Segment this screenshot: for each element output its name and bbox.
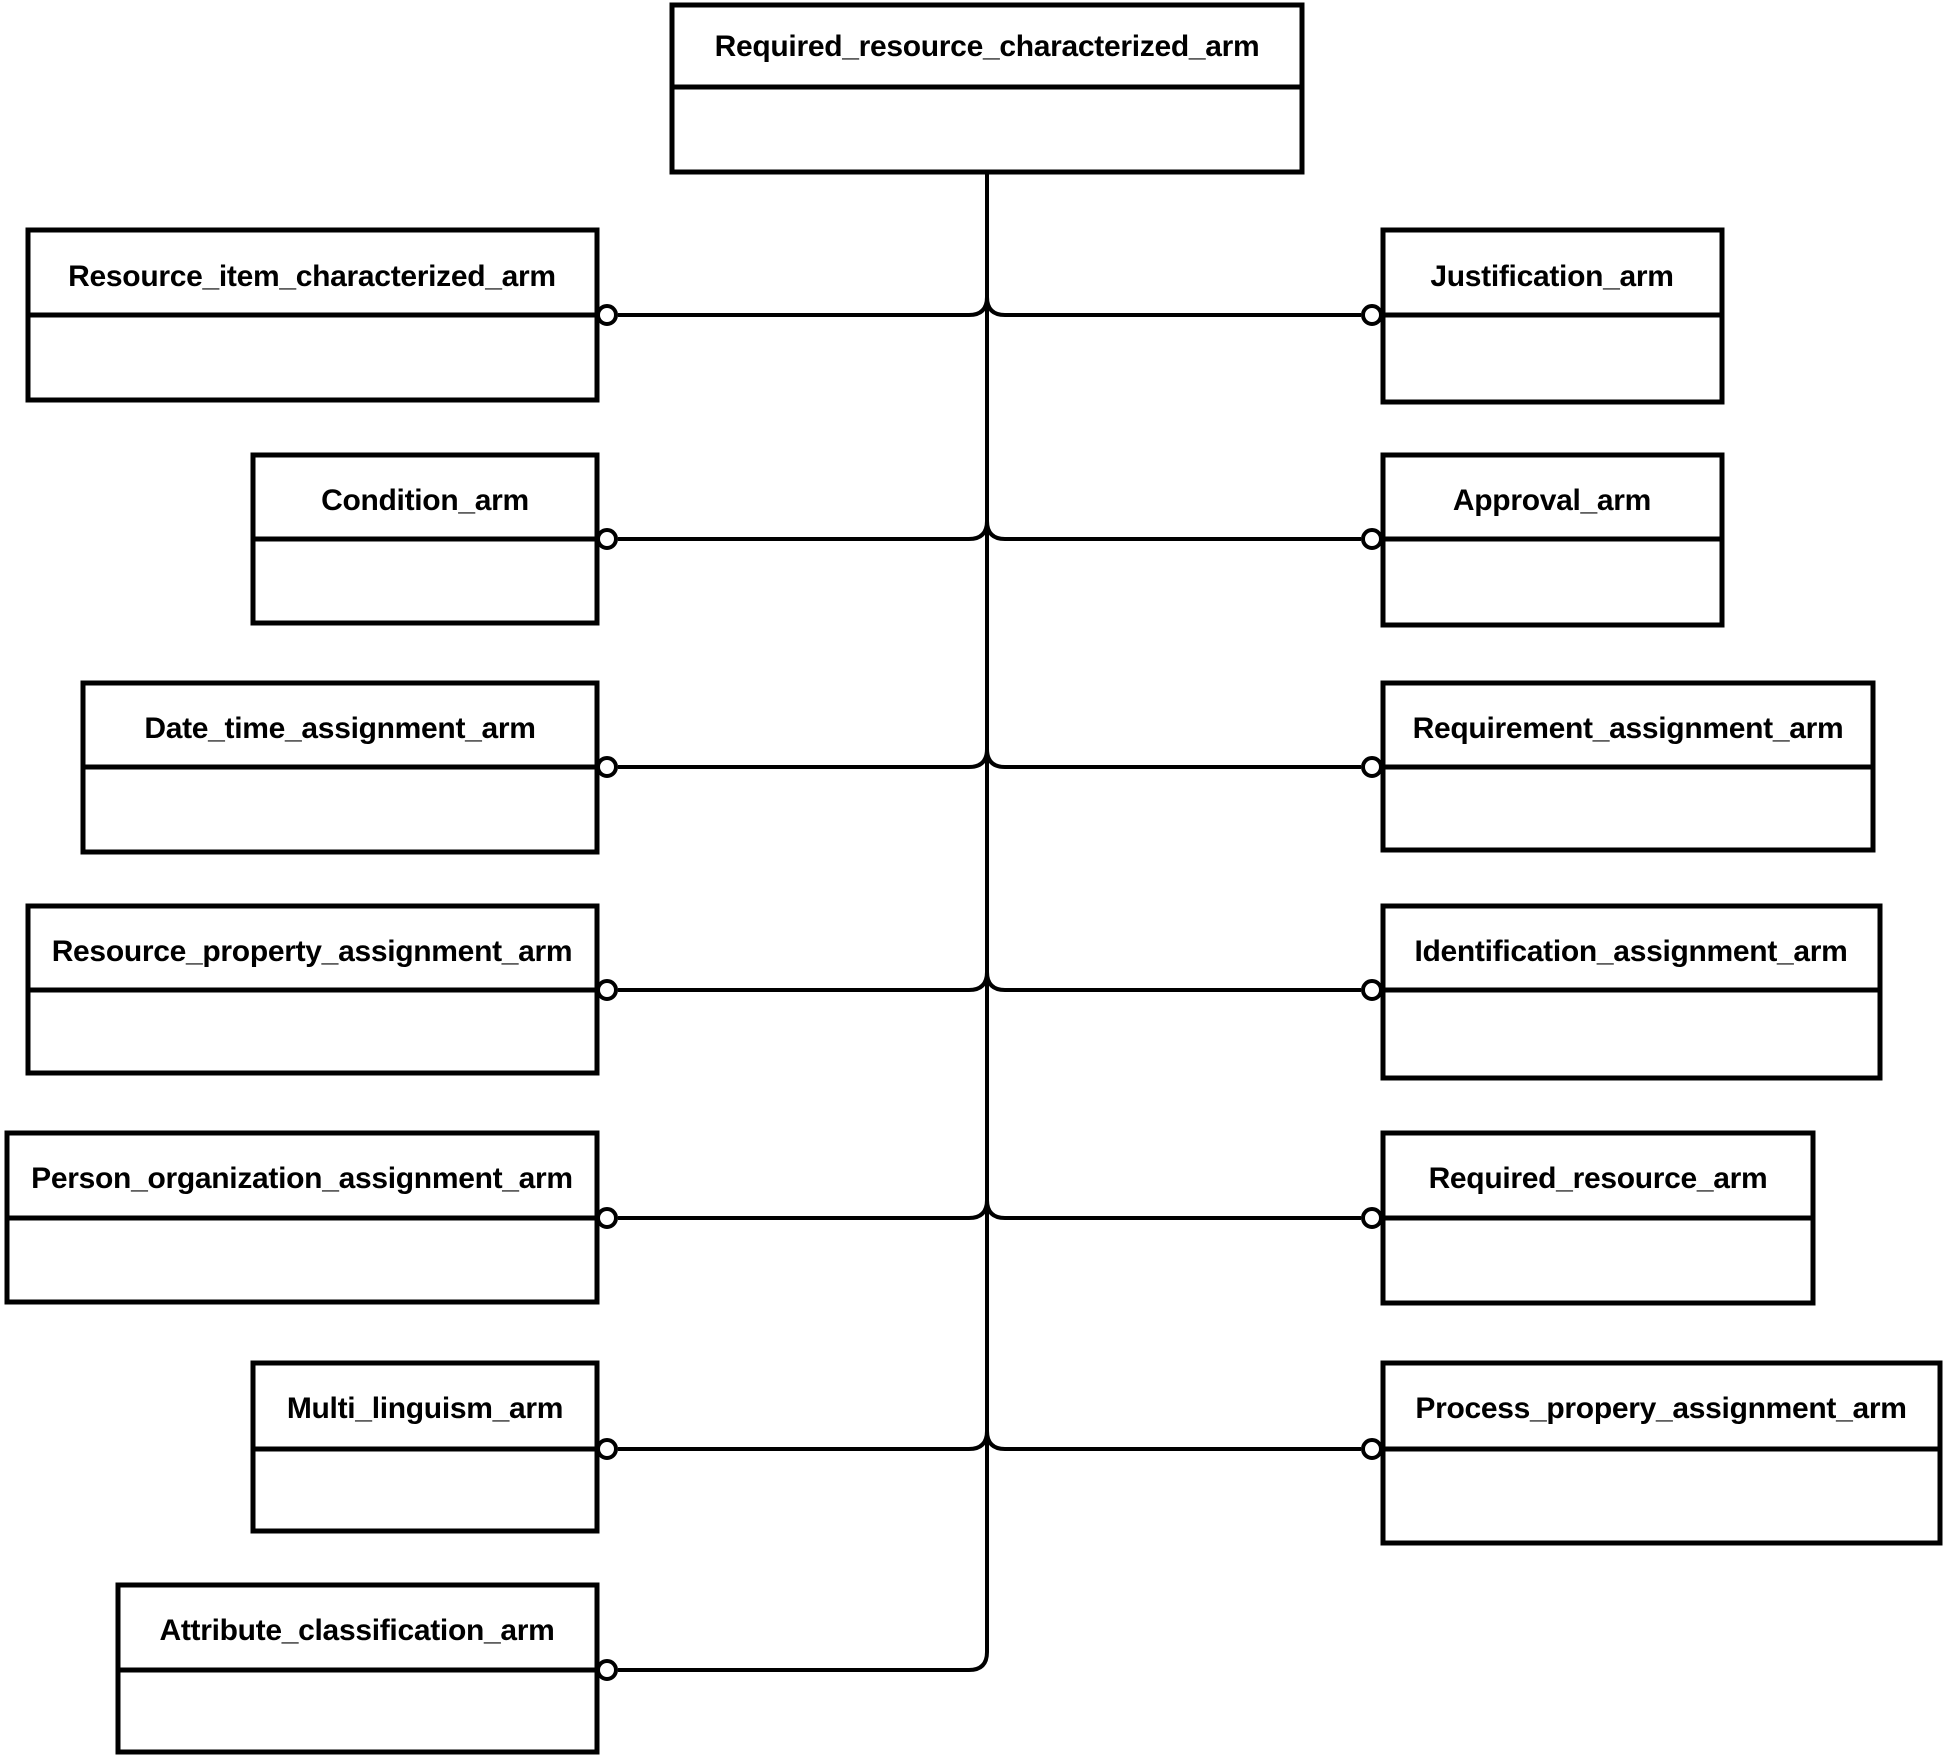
- branch-left-5: [618, 1199, 989, 1220]
- node-approval-arm: Approval_arm: [1380, 452, 1725, 628]
- branch-right-6: [985, 1430, 1361, 1451]
- node-label: Process_propery_assignment_arm: [1415, 1392, 1906, 1425]
- node-box: [1380, 1360, 1943, 1546]
- branch-left-2: [618, 520, 989, 541]
- node-person-organization-assignment-arm: Person_organization_assignment_arm: [4, 1130, 600, 1305]
- branch-left-6: [618, 1430, 989, 1451]
- node-label: Condition_arm: [321, 484, 529, 517]
- node-label: Date_time_assignment_arm: [144, 712, 535, 745]
- node-label: Justification_arm: [1430, 260, 1673, 293]
- trunk-line: [618, 172, 989, 1672]
- circle-right-2: [1361, 528, 1383, 550]
- node-label: Requirement_assignment_arm: [1413, 712, 1844, 745]
- node-required-resource-arm: Required_resource_arm: [1380, 1130, 1816, 1306]
- node-label: Resource_item_characterized_arm: [68, 260, 556, 293]
- circle-left-5: [596, 1207, 618, 1229]
- branch-right-2: [985, 520, 1361, 541]
- node-date-time-assignment-arm: Date_time_assignment_arm: [80, 680, 600, 855]
- circle-right-3: [1361, 756, 1383, 778]
- circle-left-6: [596, 1438, 618, 1460]
- node-condition-arm: Condition_arm: [250, 452, 600, 626]
- branch-right-3: [985, 748, 1361, 769]
- circle-right-5: [1361, 1207, 1383, 1229]
- node-resource-property-assignment-arm: Resource_property_assignment_arm: [25, 903, 600, 1076]
- node-required-resource-characterized-arm: Required_resource_characterized_arm: [669, 2, 1305, 175]
- circle-left-2: [596, 528, 618, 550]
- node-label: Required_resource_characterized_arm: [715, 30, 1260, 63]
- node-justification-arm: Justification_arm: [1380, 227, 1725, 405]
- circle-left-7: [596, 1659, 618, 1681]
- circle-left-1: [596, 304, 618, 326]
- branch-right-4: [985, 971, 1361, 992]
- branch-left-1: [618, 296, 989, 317]
- circle-left-3: [596, 756, 618, 778]
- circle-right-1: [1361, 304, 1383, 326]
- node-label: Attribute_classification_arm: [159, 1614, 554, 1647]
- branch-left-3: [618, 748, 989, 769]
- node-label: Required_resource_arm: [1429, 1162, 1768, 1195]
- node-multi-linguism-arm: Multi_linguism_arm: [250, 1360, 600, 1534]
- node-label: Multi_linguism_arm: [287, 1392, 563, 1425]
- node-label: Approval_arm: [1453, 484, 1651, 517]
- node-attribute-classification-arm: Attribute_classification_arm: [115, 1582, 600, 1755]
- circle-right-6: [1361, 1438, 1383, 1460]
- circle-right-4: [1361, 979, 1383, 1001]
- branch-right-5: [985, 1199, 1361, 1220]
- node-resource-item-characterized-arm: Resource_item_characterized_arm: [25, 227, 600, 403]
- node-label: Person_organization_assignment_arm: [31, 1162, 573, 1195]
- node-label: Identification_assignment_arm: [1414, 935, 1847, 968]
- branch-right-1: [985, 296, 1361, 317]
- node-process-propery-assignment-arm: Process_propery_assignment_arm: [1380, 1360, 1943, 1546]
- node-identification-assignment-arm: Identification_assignment_arm: [1380, 903, 1883, 1081]
- node-label: Resource_property_assignment_arm: [52, 935, 573, 968]
- node-requirement-assignment-arm: Requirement_assignment_arm: [1380, 680, 1876, 853]
- branch-left-4: [618, 971, 989, 992]
- circle-left-4: [596, 979, 618, 1001]
